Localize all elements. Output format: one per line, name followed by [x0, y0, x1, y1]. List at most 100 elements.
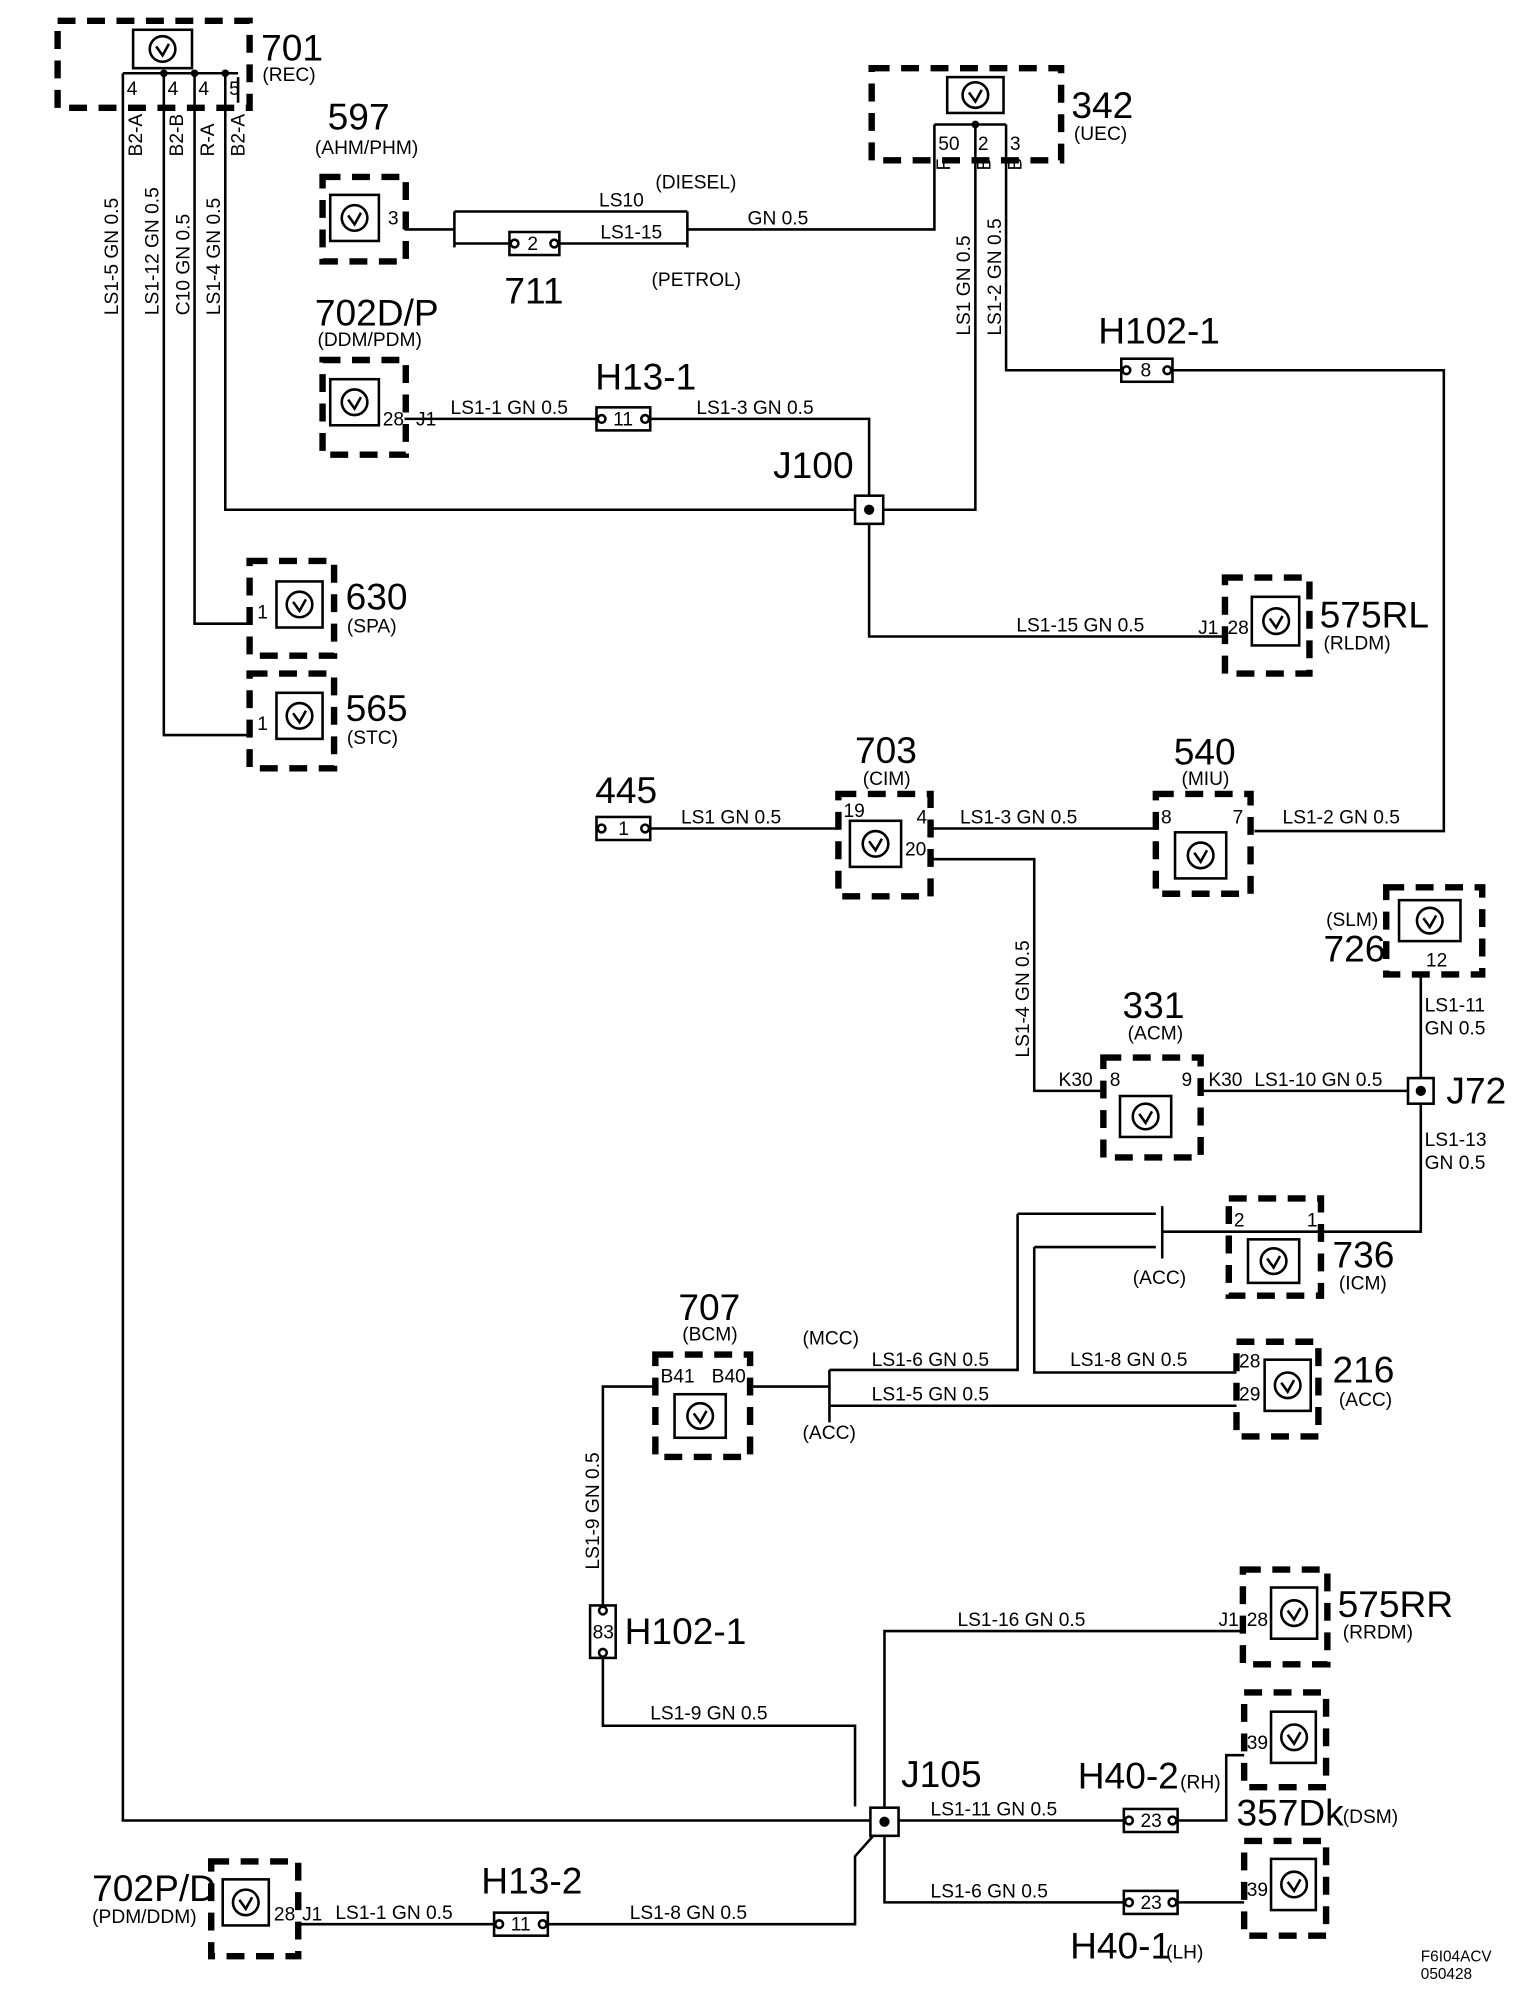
comp-216-sub: (ACC) — [1339, 1390, 1392, 1411]
wire-label: LS1-16 GN 0.5 — [957, 1610, 1085, 1631]
wire-label: GN 0.5 — [1425, 1019, 1486, 1040]
comp-701-pin: 4 — [127, 79, 138, 100]
footer: F6I04ACV 050428 — [1421, 1948, 1493, 1983]
wires — [121, 73, 1446, 1926]
comp-707-pin: B41 — [660, 1367, 694, 1388]
comp-357-sub: (DSM) — [1343, 1807, 1398, 1828]
wire-labels: LS1-5 GN 0.5 LS1-12 GN 0.5 C10 GN 0.5 LS… — [102, 187, 1487, 1924]
note-mcc: (MCC) — [803, 1328, 859, 1349]
comp-342-pinsub: B — [1005, 158, 1026, 171]
comp-597-id: 597 — [328, 96, 390, 138]
component-701: 701 (REC) 4 4 4 5 B2-A B2-B R-A B2-A — [54, 17, 323, 157]
comp-736-sub: (ICM) — [1339, 1273, 1387, 1294]
comp-331-pin: 8 — [1110, 1070, 1121, 1091]
j72-id: J72 — [1446, 1070, 1506, 1112]
comp-575rr-conn: J1 — [1219, 1610, 1239, 1631]
component-702pd: 28 J1 702P/D (PDM/DDM) — [92, 1858, 322, 1960]
wire-label: LS1 GN 0.5 — [681, 807, 781, 828]
wire-label: LS1-5 GN 0.5 — [102, 198, 123, 315]
comp-701-code: B2-B — [167, 114, 188, 157]
footer-code: F6I04ACV — [1421, 1948, 1493, 1965]
wire-label: LS1-3 GN 0.5 — [960, 807, 1077, 828]
comp-701-pin: 4 — [168, 79, 179, 100]
comp-357-pin: 39 — [1247, 1880, 1268, 1901]
comp-726-pin: 12 — [1426, 951, 1447, 972]
comp-342-pinsub: B — [975, 158, 996, 171]
comp-701-pin: 5 — [229, 79, 240, 100]
wire-label: LS1-11 GN 0.5 — [931, 1799, 1058, 1820]
comp-540-pin: 8 — [1161, 807, 1172, 828]
note-acc: (ACC) — [1133, 1268, 1186, 1289]
comp-703-pin: 20 — [905, 839, 926, 860]
component-575rr: 28 J1 575RR (RRDM) — [1219, 1566, 1454, 1668]
comp-575rr-pin: 28 — [1247, 1610, 1268, 1631]
wire-label: LS1-13 — [1425, 1130, 1487, 1151]
wire-label: LS1-2 GN 0.5 — [985, 218, 1006, 335]
comp-445-pin: 1 — [618, 819, 629, 840]
comp-702pd-conn: J1 — [302, 1904, 322, 1925]
comp-701-code: R-A — [198, 123, 219, 156]
component-357dk: 39 39 357Dk (DSM) — [1236, 1689, 1398, 1939]
component-736: 2 1 736 (ICM) — [1225, 1195, 1394, 1299]
comp-707-id: 707 — [678, 1286, 740, 1328]
comp-331-pin: 9 — [1181, 1070, 1192, 1091]
h40-2-sub: (RH) — [1180, 1772, 1221, 1793]
comp-703-id: 703 — [855, 729, 917, 771]
note-acc: (ACC) — [803, 1423, 856, 1444]
comp-445-id: 445 — [595, 769, 657, 811]
h13-1-pin: 11 — [613, 409, 633, 430]
wire-label: GN 0.5 — [1425, 1153, 1486, 1174]
comp-707-sub: (BCM) — [682, 1324, 737, 1345]
component-707: 707 (BCM) B41 B40 — [652, 1286, 754, 1461]
component-216: 28 29 216 (ACC) — [1233, 1338, 1394, 1440]
comp-216-pin: 29 — [1239, 1385, 1260, 1406]
connector-h40-2: 23 H40-2 (RH) — [1078, 1754, 1221, 1834]
comp-630-pin: 1 — [257, 603, 268, 624]
comp-702pd-sub: (PDM/DDM) — [92, 1907, 196, 1928]
wire-label: LS1 GN 0.5 — [954, 235, 975, 335]
comp-736-pin: 2 — [1234, 1211, 1245, 1232]
wire-label: LS1-15 — [600, 222, 662, 243]
comp-575rr-sub: (RRDM) — [1343, 1623, 1413, 1644]
comp-540-id: 540 — [1174, 730, 1236, 772]
comp-342-pin: 2 — [978, 134, 989, 155]
wire-label: LS1-4 GN 0.5 — [1013, 940, 1034, 1057]
component-540: 540 (MIU) 8 7 — [1152, 730, 1254, 897]
comp-711-pin: 2 — [527, 234, 538, 255]
component-597: 597 (AHM/PHM) 3 — [315, 96, 418, 265]
wire-label: LS1-2 GN 0.5 — [1283, 807, 1400, 828]
comp-701-code: B2-A — [126, 114, 147, 157]
wire-label: C10 GN 0.5 — [173, 214, 194, 315]
comp-701-id: 701 — [261, 26, 323, 68]
wire-label: LS1-1 GN 0.5 — [335, 1903, 452, 1924]
connector-h102-1b: 83 H102-1 — [588, 1604, 746, 1660]
wire-label: LS1-8 GN 0.5 — [1070, 1350, 1187, 1371]
comp-702dp-pin: 28 — [383, 409, 404, 430]
comp-702dp-conn: J1 — [416, 409, 436, 430]
comp-357-pin: 39 — [1247, 1733, 1268, 1754]
component-726: 12 (SLM) 726 — [1324, 884, 1486, 978]
h13-2-pin: 11 — [511, 1915, 531, 1936]
notes: (DIESEL) (PETROL) (ACC) (MCC) (ACC) — [652, 172, 1187, 1444]
comp-565-sub: (STC) — [347, 728, 398, 749]
component-711: 2 711 — [504, 230, 563, 312]
wire-label: LS1-6 GN 0.5 — [931, 1881, 1048, 1902]
connector-h102-1a: 8 H102-1 — [1098, 309, 1220, 384]
component-630: 1 630 (SPA) — [246, 557, 408, 659]
comp-342-id: 342 — [1071, 84, 1133, 126]
connector-h40-1: 23 H40-1 (LH) — [1070, 1889, 1203, 1967]
comp-565-pin: 1 — [257, 714, 268, 735]
comp-575rr-id: 575RR — [1338, 1583, 1454, 1625]
comp-702dp-id: 702D/P — [315, 291, 439, 333]
wire-label: LS1-9 GN 0.5 — [650, 1703, 767, 1724]
note-petrol: (PETROL) — [652, 270, 742, 291]
h40-1-sub: (LH) — [1166, 1943, 1203, 1964]
comp-575rl-pin: 28 — [1228, 618, 1249, 639]
comp-726-id: 726 — [1324, 928, 1386, 970]
j105-id: J105 — [901, 1753, 981, 1795]
component-342: 342 (UEC) 50 2 3 F B B — [868, 64, 1133, 171]
h40-1-pin: 23 — [1140, 1893, 1161, 1914]
comp-701-pin: 4 — [198, 79, 209, 100]
j100-id: J100 — [773, 444, 853, 486]
